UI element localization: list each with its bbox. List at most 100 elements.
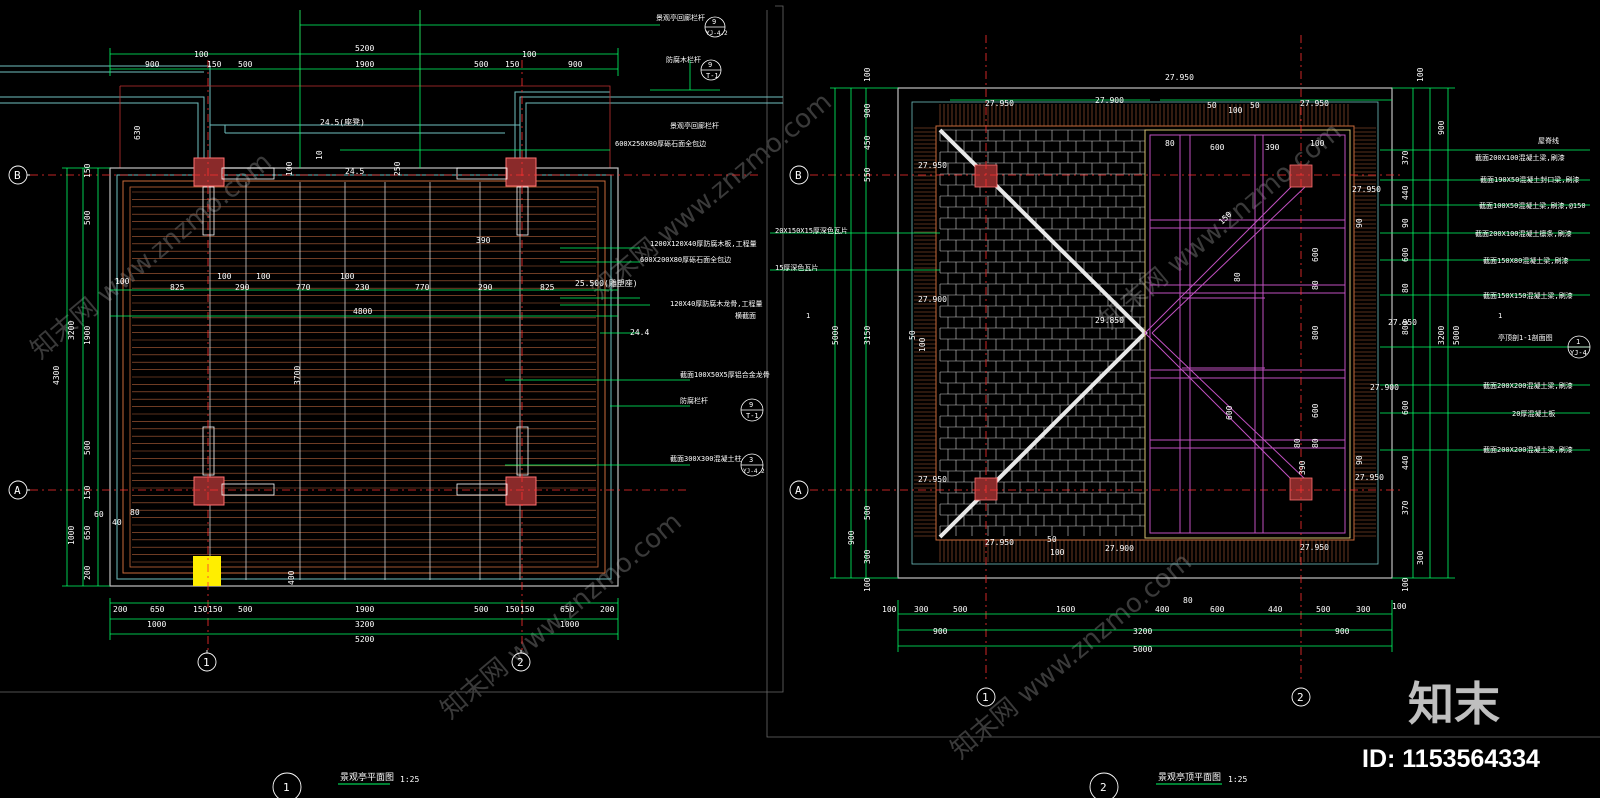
dim-text: 100 [1401, 577, 1410, 592]
grid-label: A [795, 484, 802, 497]
grid-label: A [14, 484, 21, 497]
grid-label: 1 [203, 656, 210, 669]
dim-text: 770 [296, 283, 311, 292]
dim-text: 90 [1355, 455, 1364, 465]
level-text: 27.950 [1165, 73, 1194, 82]
annotation-text: 截面300X300混凝土柱 [670, 454, 742, 463]
right-dimension-text: 27.950 27.950 27.900 50 100 50 27.950 80… [831, 67, 1461, 654]
dim-text: 600 [1311, 247, 1320, 262]
dim-text: 150 [83, 485, 92, 500]
dim-text: 200 [83, 565, 92, 580]
annotation-text: 截面200X100混凝土檩条,刷漆 [1475, 229, 1572, 238]
dim-text: 100 [882, 605, 897, 614]
dim-text: 440 [1268, 605, 1283, 614]
dim-text: 60 [94, 510, 104, 519]
dim-text: 50 [1207, 101, 1217, 110]
dim-text: 150 [505, 605, 520, 614]
level-text: 27.950 [1300, 99, 1329, 108]
right-annotations: 屋脊线 截面200X100混凝土梁,刷漆 截面190X50混凝土封口梁,刷漆 截… [775, 136, 1586, 454]
annotation-text: 截面200X200混凝土梁,刷漆 [1483, 381, 1573, 390]
left-title-block: 1 景观亭平面图 1:25 [272, 771, 419, 798]
drawing-title: 景观亭平面图 [340, 771, 394, 783]
dim-text: 390 [476, 236, 491, 245]
dim-text: 400 [1155, 605, 1170, 614]
dim-text: 250 [393, 161, 402, 176]
column-a2 [505, 476, 537, 506]
eave-hatching [914, 104, 1376, 562]
dim-text: 900 [568, 60, 583, 69]
level-text: 24.5 [345, 167, 364, 176]
right-reference-bubble [1567, 335, 1591, 359]
left-dimension-text: 5200 900 100 150 500 1900 500 150 100 90… [52, 44, 649, 644]
annotation-text: 截面190X50混凝土封口梁,刷漆 [1480, 175, 1580, 184]
right-pavilion-outline [897, 87, 1393, 579]
dim-text: 650 [560, 605, 575, 614]
dim-text: 150 [505, 60, 520, 69]
dim-text: 5000 [831, 326, 840, 345]
level-text: 27.950 [918, 161, 947, 170]
highlight-block [193, 556, 221, 586]
dim-text: 300 [914, 605, 929, 614]
annotation-text: 1200X120X40厚防腐木板,工程量 [650, 239, 757, 248]
dim-text: 1600 [1056, 605, 1075, 614]
right-grid-lines [810, 35, 1400, 680]
dim-text: 100 [340, 272, 355, 281]
dim-text: 1000 [147, 620, 166, 629]
sheet-frames [0, 5, 1600, 738]
left-dimension-lines [62, 10, 720, 640]
level-text: 27.950 [1355, 473, 1384, 482]
dim-text: 1900 [355, 60, 374, 69]
left-deck-joists [209, 182, 521, 580]
level-text: 29.850 [1095, 316, 1124, 325]
left-annotations: 景观亭回廊栏杆 防腐木栏杆 景观亭回廊栏杆 600X250X80厚砾石面全包边 … [615, 13, 770, 463]
dim-text: 1900 [355, 605, 374, 614]
dim-text: 3200 [1437, 326, 1446, 345]
dim-text: 500 [474, 605, 489, 614]
dim-text: 370 [1401, 150, 1410, 165]
dim-text: 100 [1228, 106, 1243, 115]
left-reference-bubbles [700, 16, 764, 477]
drawing-number: 2 [1100, 781, 1107, 794]
right-grid-bubbles [789, 165, 1311, 707]
level-text: 27.950 [1300, 543, 1329, 552]
roof-column-posts [974, 164, 1313, 501]
dim-text: 900 [145, 60, 160, 69]
dim-text: 450 [863, 135, 872, 150]
dim-text: 80 [1165, 139, 1175, 148]
dim-text: 3200 [67, 321, 76, 340]
dim-text: 100 [256, 272, 271, 281]
drawing-scale: 1:25 [1228, 775, 1247, 784]
dim-text: 3200 [1133, 627, 1152, 636]
ref-sheet: YJ-4.2 [706, 30, 728, 37]
right-plan: 27.950 27.950 27.900 50 100 50 27.950 80… [770, 35, 1591, 798]
annotation-text: 截面100X50混凝土梁,刷漆,@150 [1479, 201, 1586, 210]
annotation-text: 20厚混凝土板 [1512, 409, 1555, 418]
column-b1 [193, 157, 225, 187]
dim-text: 900 [933, 627, 948, 636]
dim-text: 150 [520, 605, 535, 614]
annotation-text: 截面200X100混凝土梁,刷漆 [1475, 153, 1565, 162]
ref-number: 9 [708, 61, 712, 69]
dim-text: 90 [1401, 218, 1410, 228]
dim-text: 150 [83, 163, 92, 178]
dim-text: 550 [863, 167, 872, 182]
dim-text: 825 [170, 283, 185, 292]
watermark-text: 知末网 www.znzmo.com [945, 547, 1197, 766]
drawing-scale: 1:25 [400, 775, 419, 784]
level-text: 24.5(座凳) [320, 117, 365, 127]
dim-text: 600 [1210, 605, 1225, 614]
annotation-text: 景观亭回廊栏杆 [656, 13, 705, 22]
dim-text: 100 [1392, 602, 1407, 611]
left-pavilion-outline [109, 167, 619, 587]
dim-text: 150 [208, 605, 223, 614]
dim-text: 10 [315, 150, 324, 160]
annotation-text: 截面100X50X5厚铝合金龙骨 [680, 370, 770, 379]
dim-text: 800 [1311, 325, 1320, 340]
annotation-text: 景观亭回廊栏杆 [670, 121, 719, 130]
column-a1 [193, 476, 225, 506]
dim-text: 770 [415, 283, 430, 292]
watermark-layer: 知末网 www.znzmo.com 知末网 www.znzmo.com 知末网 … [25, 87, 1347, 766]
dim-text: 1900 [83, 326, 92, 345]
dim-text: 400 [287, 570, 296, 585]
